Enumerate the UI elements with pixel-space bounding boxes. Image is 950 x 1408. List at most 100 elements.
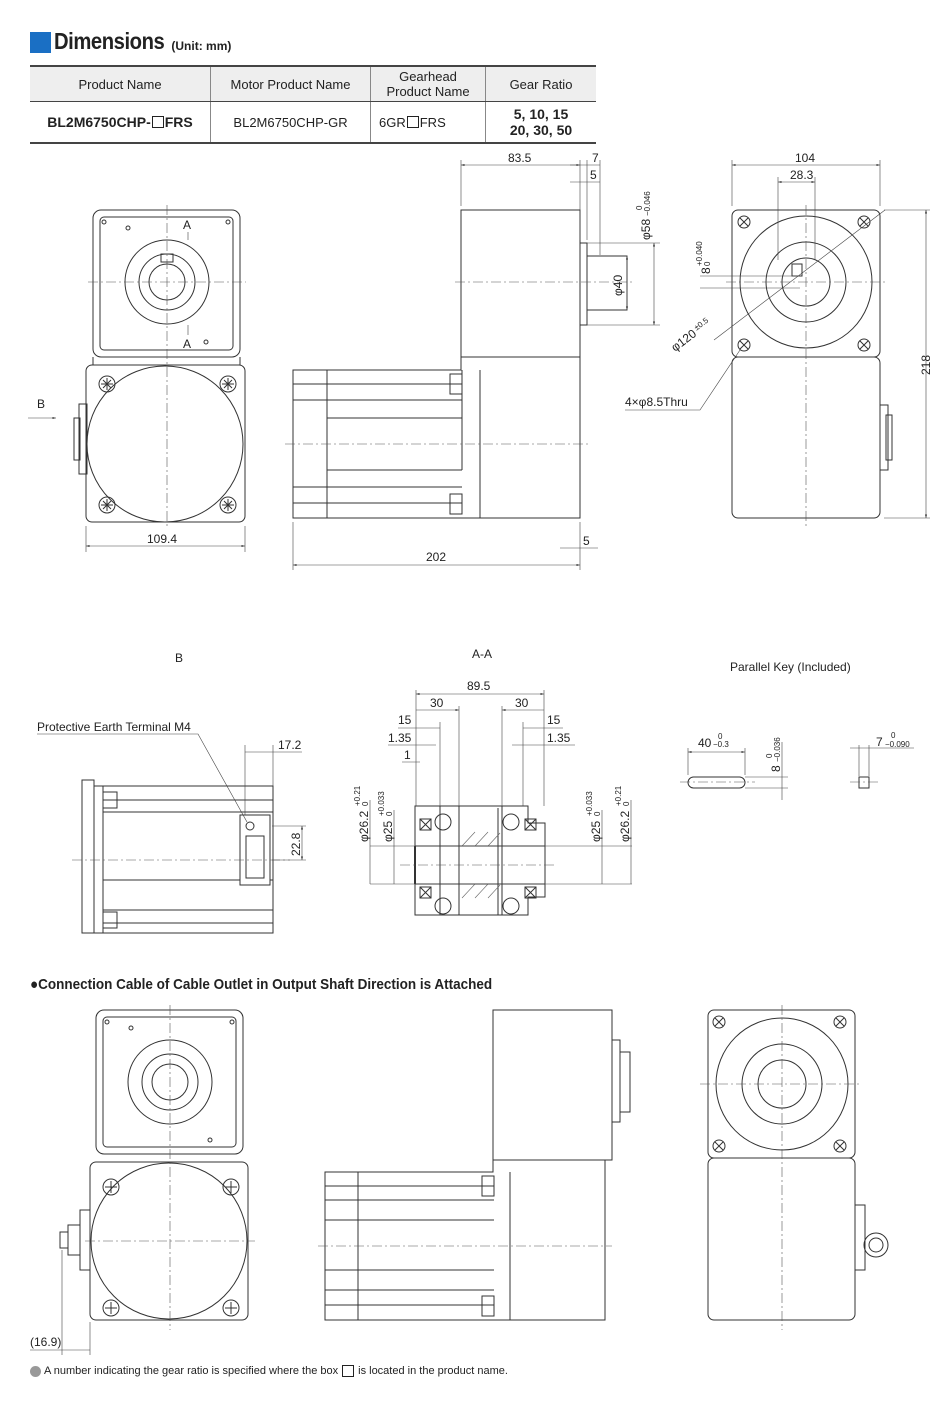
dim-phi26-2-right: φ26.2	[618, 811, 632, 842]
drawing-line	[99, 216, 234, 351]
drawing-line	[225, 1181, 237, 1193]
dim-phi40: φ40	[611, 275, 625, 296]
drawing-line	[101, 219, 107, 225]
drawing-line	[579, 242, 588, 326]
drawing-line	[128, 1025, 134, 1031]
dim-phi120: φ120	[668, 326, 699, 354]
drawing-line	[324, 1160, 606, 1321]
drawing-line	[858, 776, 870, 789]
gearhead-prefix: 6GR	[379, 114, 406, 130]
footnote-text-before: A number indicating the gear ratio is sp…	[44, 1365, 339, 1377]
table-header-row: Product Name Motor Product Name Gearhead…	[30, 65, 596, 102]
drawing-line	[714, 1017, 724, 1027]
drawing-line	[434, 813, 452, 831]
drawing-line	[225, 219, 231, 225]
drawing-line	[611, 1039, 621, 1123]
tol-phi120: ±0.5	[692, 315, 710, 332]
key-length-tol-lower: −0.3	[713, 740, 729, 749]
drawing-line	[102, 1016, 237, 1148]
dim-right-offset: 28.3	[790, 168, 814, 182]
dim-30-right: 30	[515, 696, 529, 710]
drawing-line	[481, 1175, 495, 1197]
cell-motor-product-name: BL2M6750CHP-GR	[210, 101, 371, 144]
tol-phi26-2-lower: 0	[361, 801, 370, 806]
ratio-line-1: 5, 10, 15	[513, 106, 569, 122]
mount-hole-icons	[737, 215, 871, 352]
drawing-line	[219, 375, 237, 393]
drawing-line	[105, 1181, 117, 1193]
drawing-line: φ120±0.5	[668, 315, 710, 354]
drawing-line	[239, 814, 271, 886]
drawing-line	[79, 1209, 91, 1271]
front-view: A A B 109.4	[28, 205, 246, 552]
drawing-line	[101, 378, 113, 390]
gear-ratio-box	[151, 116, 164, 128]
parallel-key-title: Parallel Key (Included)	[730, 660, 851, 674]
drawing-line	[449, 373, 463, 395]
drawing-line	[229, 1019, 235, 1025]
dim-15-left: 15	[398, 713, 412, 727]
drawing-line	[449, 493, 463, 515]
drawing-line	[857, 215, 871, 229]
drawing-line	[102, 1178, 120, 1196]
drawing-line	[102, 786, 273, 933]
drawing-line	[857, 338, 871, 352]
dim-side-gearhead: 83.5	[508, 151, 532, 165]
drawing-line	[737, 215, 751, 229]
tol-phi25-upper: +0.033	[377, 791, 386, 816]
gear-ratio-box-icon	[342, 1365, 355, 1377]
section-aa-title: A-A	[472, 647, 492, 661]
tol-phi26-2-upper-right: +0.21	[614, 785, 623, 806]
drawing-line	[524, 818, 537, 831]
key-height-tol-lower: −0.036	[773, 737, 782, 762]
dim-right-height: 218	[919, 355, 933, 375]
tol-phi25-upper-right: +0.033	[585, 791, 594, 816]
drawing-line	[461, 883, 476, 899]
drawing-line	[325, 1185, 494, 1306]
cable-section-heading: ●Connection Cable of Cable Outlet in Out…	[30, 976, 493, 993]
tol-phi25-lower-right: 0	[593, 811, 602, 816]
dim-89-5: 89.5	[467, 679, 491, 693]
drawing-line	[95, 1009, 244, 1155]
drawing-line	[524, 886, 537, 899]
dim-side-5: 5	[590, 168, 597, 182]
drawing-line	[619, 1051, 631, 1113]
drawing-line	[879, 404, 889, 471]
drawing-line	[292, 357, 581, 519]
drawing-line	[73, 417, 81, 461]
cable-side-view	[318, 1009, 631, 1321]
key-height-tol-upper: 0	[765, 753, 774, 758]
drawing-line	[92, 209, 241, 358]
drawing-line	[487, 884, 501, 899]
unit-label: (Unit: mm)	[171, 39, 232, 53]
key-height: 8	[769, 765, 783, 772]
drawing-line	[222, 378, 234, 390]
section-a-label-top: A	[183, 218, 191, 232]
pe-terminal-label: Protective Earth Terminal M4	[37, 720, 191, 734]
drawing-line	[487, 832, 501, 847]
dim-key-8: 8	[699, 267, 713, 274]
dim-16-9: (16.9)	[30, 1335, 61, 1349]
drawing-line	[219, 496, 237, 514]
key-length-tol-upper: 0	[718, 732, 723, 741]
note-bullet-icon	[30, 1365, 41, 1377]
drawing-line	[461, 831, 476, 847]
drawing-line	[460, 209, 581, 358]
gear-ratio-box	[406, 115, 419, 128]
key-width-tol-lower: −0.090	[885, 740, 910, 749]
drawing-line	[712, 1015, 726, 1029]
drawing-line	[481, 1295, 495, 1317]
drawing-line	[222, 1178, 240, 1196]
earth-terminal-icon	[245, 821, 255, 831]
key-width: 7	[876, 735, 883, 749]
drawing-line	[434, 897, 452, 915]
dim-15-right: 15	[547, 713, 561, 727]
cable-front-view: (16.9)	[30, 1005, 255, 1355]
ratio-line-2: 20, 30, 50	[509, 122, 573, 138]
drawing-line	[327, 370, 463, 471]
